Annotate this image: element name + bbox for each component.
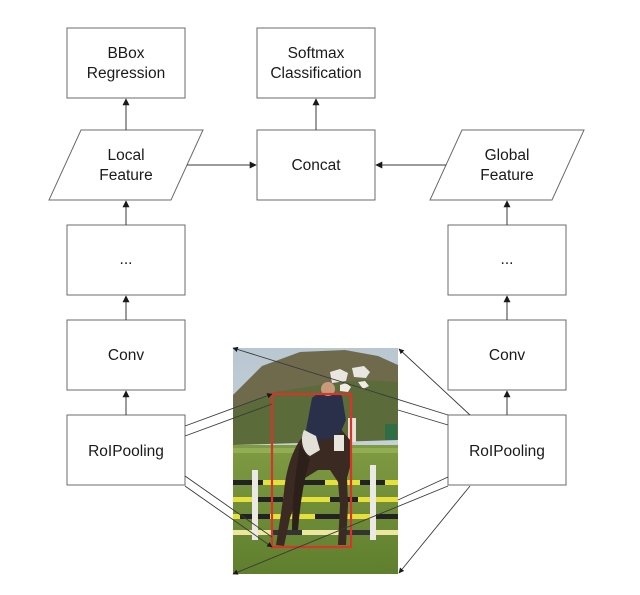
right-ellipsis-box: [447, 224, 567, 296]
softmax-classification-label-line1: Softmax: [288, 45, 345, 62]
global-feature-label-line1: Global: [485, 147, 530, 164]
global-feature-label-line2: Feature: [480, 167, 533, 184]
concat-label: Concat: [291, 157, 341, 174]
bbox-regression-label-line1: BBox: [107, 45, 144, 62]
concat-box: [256, 129, 376, 201]
right-ellipsis-label: ...: [501, 251, 514, 268]
right-roipooling-box: [447, 414, 567, 486]
local-feature-label-line2: Feature: [99, 167, 152, 184]
right-roi-projection-lines: [232, 346, 471, 575]
detection-box: [270, 392, 353, 549]
left-roi-projection-lines: [184, 393, 273, 548]
softmax-classification-box: [256, 27, 376, 99]
local-feature-label-line1: Local: [107, 147, 144, 164]
right-conv-label: Conv: [489, 347, 525, 364]
left-conv-box: [66, 319, 186, 391]
left-ellipsis-label: ...: [120, 251, 133, 268]
input-photo: [233, 348, 398, 574]
jump-poles: [233, 465, 398, 540]
left-roipooling-label: RoIPooling: [88, 443, 164, 460]
horse-and-rider: [276, 382, 352, 546]
right-conv-box: [447, 319, 567, 391]
left-conv-label: Conv: [108, 347, 144, 364]
global-feature-shape: [429, 129, 585, 201]
softmax-classification-label-line2: Classification: [270, 65, 361, 82]
right-roipooling-label: RoIPooling: [469, 443, 545, 460]
bbox-regression-box: [66, 27, 186, 99]
left-ellipsis-box: [66, 224, 186, 296]
left-roipooling-box: [66, 414, 186, 486]
bbox-regression-label-line2: Regression: [87, 65, 165, 82]
local-feature-shape: [48, 129, 204, 201]
